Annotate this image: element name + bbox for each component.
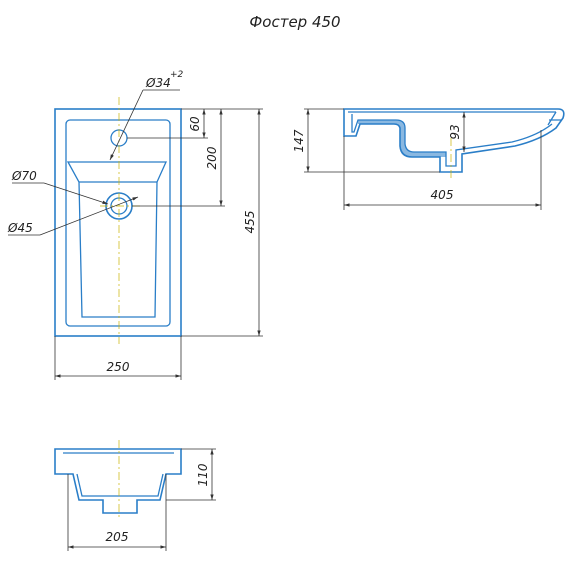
total-length-label: 455 <box>243 211 257 234</box>
front-height-label: 110 <box>196 463 210 486</box>
bowl-depth-label: 93 <box>448 124 462 139</box>
front-width-label: 205 <box>106 530 129 544</box>
top-view: Ø34 +2 60 200 455 Ø70 Ø45 250 <box>7 70 263 380</box>
front-view: 110 205 <box>54 440 216 551</box>
hole-diameter-label: Ø34 <box>145 76 171 90</box>
drain-inner-leader <box>39 196 139 236</box>
top-view-inner-rim <box>65 119 171 327</box>
drain-inner-label: Ø45 <box>7 221 33 235</box>
drain-outer-label: Ø70 <box>11 169 37 183</box>
bowl-outline <box>66 161 168 318</box>
hole-offset-label: 60 <box>188 116 202 132</box>
front-view-outline <box>54 448 182 514</box>
side-view: 147 93 405 <box>292 108 565 210</box>
drain-offset-label: 200 <box>205 146 219 169</box>
hole-tolerance-label: +2 <box>170 70 184 80</box>
hole-diameter-leader <box>109 89 144 161</box>
side-depth-label: 405 <box>431 188 454 202</box>
side-height-label: 147 <box>292 129 306 152</box>
drain-outer-leader <box>43 182 109 205</box>
side-view-section-fill <box>358 120 446 157</box>
drawing-title: Фостер 450 <box>249 13 340 31</box>
side-view-rim-detail <box>547 111 561 126</box>
top-view-outer-outline <box>54 108 182 337</box>
width-label: 250 <box>107 360 130 374</box>
front-view-inner <box>63 452 174 497</box>
